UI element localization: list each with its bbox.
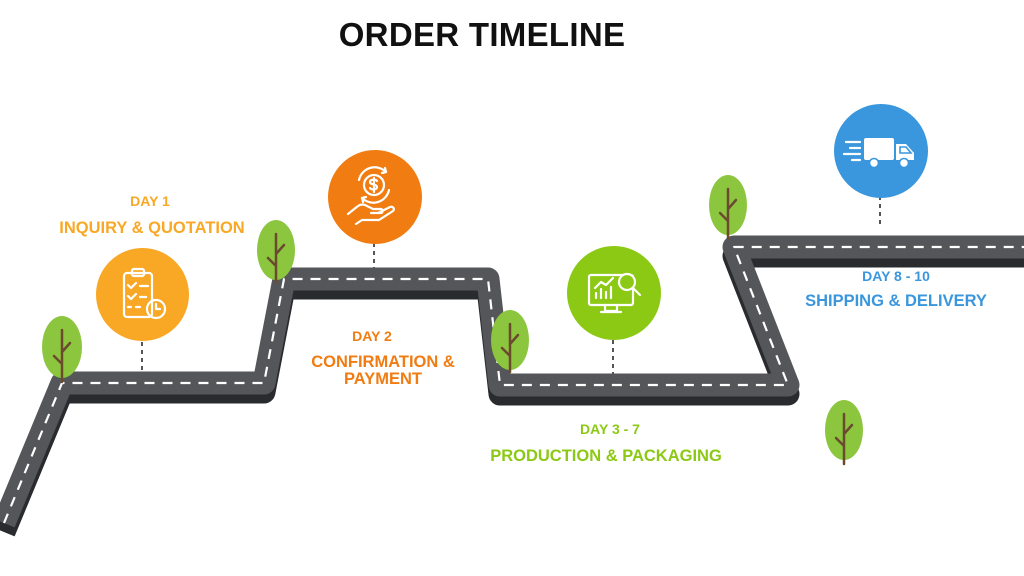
stage-3-day: DAY 3 - 7 bbox=[580, 421, 640, 437]
payment-circle bbox=[328, 150, 422, 244]
road bbox=[0, 235, 1024, 537]
inquiry-circle bbox=[96, 248, 189, 341]
tree-4 bbox=[709, 175, 747, 240]
stage-1-name: INQUIRY & QUOTATION bbox=[59, 219, 245, 237]
hand-dollar-icon bbox=[346, 166, 395, 226]
stage-1-day: DAY 1 bbox=[130, 193, 170, 209]
stage-3-name: PRODUCTION & PACKAGING bbox=[490, 447, 722, 465]
stage-4-name: SHIPPING & DELIVERY bbox=[805, 292, 987, 310]
tree-2 bbox=[257, 220, 295, 284]
delivery-truck-icon bbox=[842, 138, 914, 169]
connector-lines bbox=[141, 196, 881, 376]
monitor-chart-search-icon bbox=[587, 272, 642, 314]
checklist-clock-icon bbox=[122, 267, 167, 320]
tree-3 bbox=[491, 310, 529, 374]
stage-2-day: DAY 2 bbox=[352, 328, 392, 344]
shipping-circle bbox=[834, 104, 928, 198]
stage-4-day: DAY 8 - 10 bbox=[862, 268, 930, 284]
stage-2-name: CONFIRMATION & PAYMENT bbox=[311, 353, 455, 388]
page-title: ORDER TIMELINE bbox=[338, 16, 626, 53]
production-circle bbox=[567, 246, 661, 340]
tree-1 bbox=[42, 316, 82, 384]
tree-5 bbox=[825, 400, 863, 466]
